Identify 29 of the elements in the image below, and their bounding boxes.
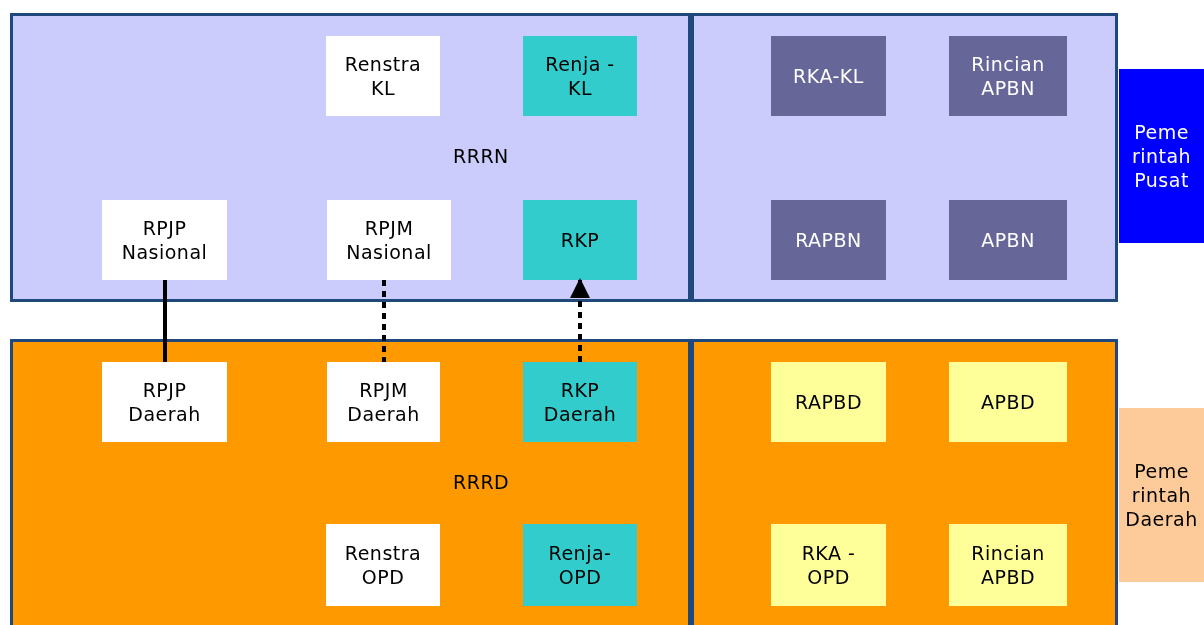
budget-box: RAPBN bbox=[771, 200, 886, 280]
level-box: Peme rintah Pusat bbox=[1119, 69, 1204, 243]
panel bbox=[691, 13, 1118, 302]
connector-line bbox=[163, 280, 167, 362]
document-box: Renstra OPD bbox=[326, 524, 440, 606]
document-box: RKP bbox=[523, 200, 637, 280]
panel bbox=[10, 339, 691, 625]
panel bbox=[10, 13, 691, 302]
budget-box: Rincian APBN bbox=[949, 36, 1067, 116]
level-box: Peme rintah Daerah bbox=[1119, 408, 1204, 582]
budget-box: RKA - OPD bbox=[771, 524, 886, 606]
dashed-connector bbox=[570, 278, 590, 362]
document-box: RPJP Nasional bbox=[102, 200, 227, 280]
panel-title: RRRN bbox=[453, 144, 509, 167]
document-box: RKP Daerah bbox=[523, 362, 637, 442]
document-box: RPJM Nasional bbox=[327, 200, 451, 280]
panel bbox=[691, 339, 1118, 625]
dashed-connector bbox=[382, 280, 386, 362]
document-box: Renja- OPD bbox=[523, 524, 637, 606]
budget-box: RKA-KL bbox=[771, 36, 886, 116]
budget-box: APBN bbox=[949, 200, 1067, 280]
budget-box: APBD bbox=[949, 362, 1067, 442]
document-box: RPJP Daerah bbox=[102, 362, 227, 442]
document-box: Renja - KL bbox=[523, 36, 637, 116]
document-box: Renstra KL bbox=[326, 36, 440, 116]
budget-box: RAPBD bbox=[771, 362, 886, 442]
document-box: RPJM Daerah bbox=[327, 362, 440, 442]
budget-box: Rincian APBD bbox=[949, 524, 1067, 606]
panel-title: RRRD bbox=[453, 471, 510, 493]
